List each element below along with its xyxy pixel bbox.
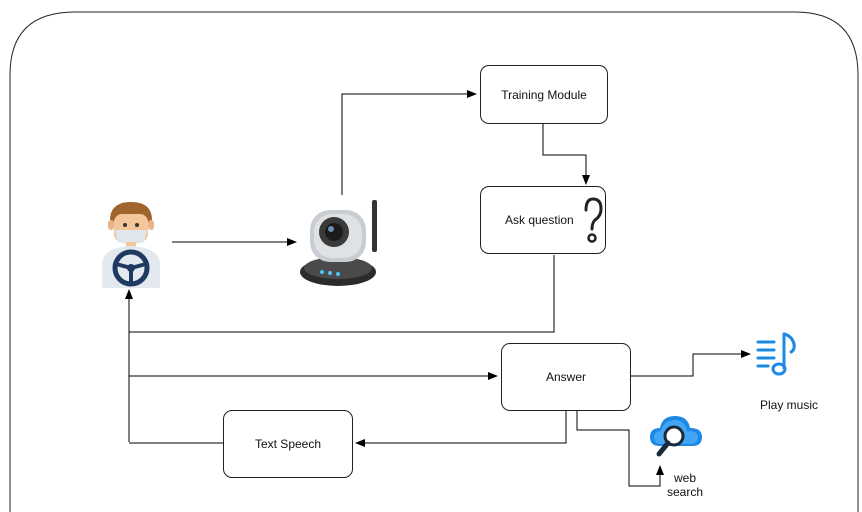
- driver-icon: [102, 202, 160, 288]
- edge-answer-websearch: [576, 410, 664, 487]
- text-speech-node: Text Speech: [223, 410, 353, 478]
- edge-answer-textspeech: [355, 410, 567, 447]
- outer-frame: [9, 11, 859, 512]
- edge-training-ask: [542, 123, 590, 185]
- edge-answer-music: [630, 350, 751, 377]
- training-module-node: Training Module: [480, 65, 608, 124]
- cloud-search-icon: [650, 416, 702, 457]
- ask-question-label: Ask question: [505, 213, 574, 227]
- music-playlist-icon: [756, 332, 796, 376]
- edge-camera-training: [341, 90, 477, 195]
- web-search-label-line2: search: [666, 485, 704, 499]
- ask-question-node: Ask question: [480, 186, 606, 254]
- edge-ask-driver: [129, 255, 555, 333]
- play-music-label: Play music: [759, 398, 818, 412]
- text-speech-label: Text Speech: [254, 437, 322, 451]
- answer-label: Answer: [545, 370, 586, 384]
- question-mark-icon: [584, 197, 603, 243]
- web-search-label-line1: web: [673, 471, 696, 485]
- training-module-label: Training Module: [501, 87, 587, 102]
- answer-node: Answer: [501, 343, 631, 411]
- web-search-label: web search: [660, 471, 710, 499]
- ip-camera-icon: [300, 200, 377, 286]
